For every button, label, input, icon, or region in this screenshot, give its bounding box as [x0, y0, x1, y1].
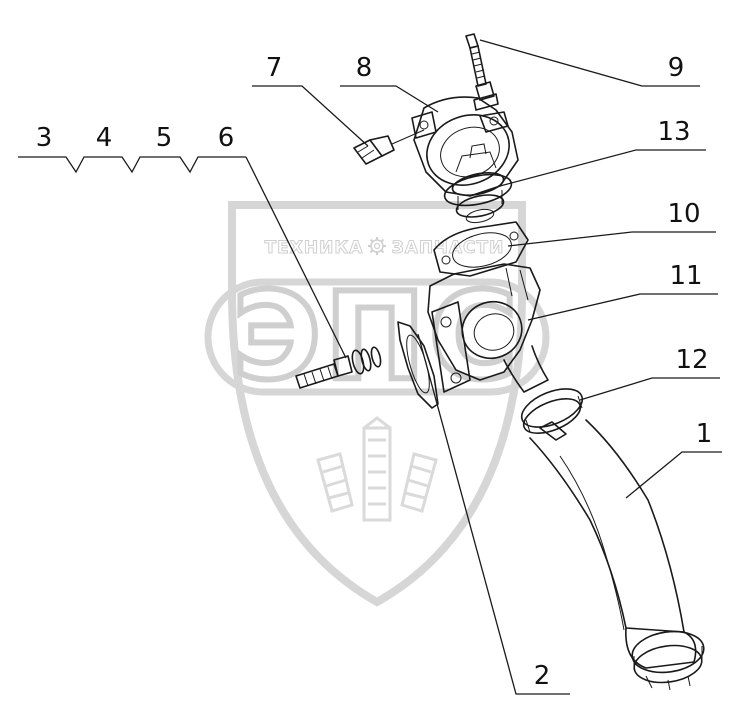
callout-13: 13: [657, 117, 690, 147]
callout-3: 3: [36, 123, 53, 153]
callout-6: 6: [218, 123, 235, 153]
callout-11: 11: [669, 261, 702, 291]
callouts: 3 4 5 6 7 8 9 13 10 11 12 1 2: [36, 53, 713, 691]
watermark-shield: [228, 201, 526, 607]
leader-2: [417, 333, 570, 695]
watermark-logo: ЭПС: [233, 268, 522, 407]
watermark-wheat: [316, 416, 438, 522]
leader-lines: [18, 39, 722, 695]
part-12-clamp-upper: [520, 388, 584, 441]
leader-8: [340, 85, 439, 113]
part-7-sensor: [353, 129, 425, 165]
watermark: ЭПС ТЕХНИКА ЗАПЧАСТИ: [204, 201, 550, 607]
gear-icon: [368, 237, 386, 255]
part-9-bolt: [465, 33, 499, 111]
watermark-brand-left: ТЕХНИКА: [265, 238, 364, 258]
leader-1: [625, 451, 722, 499]
callout-5: 5: [156, 123, 173, 153]
leader-9: [479, 39, 700, 87]
part-11-outlet-housing: [427, 263, 549, 393]
callout-7: 7: [266, 53, 283, 83]
callout-8: 8: [356, 53, 373, 83]
leader-3-6: [245, 156, 347, 359]
callout-10: 10: [667, 199, 700, 229]
leader-10: [507, 231, 716, 247]
callout-4: 4: [96, 123, 113, 153]
callout-9: 9: [668, 53, 685, 83]
watermark-brand-right: ЗАПЧАСТИ: [392, 238, 505, 258]
leader-13: [499, 149, 706, 187]
part-1-hose: [529, 419, 697, 669]
part-12-clamp-lower: [631, 630, 705, 691]
parts-3-6-bolt-washers: [295, 346, 382, 389]
part-13-thermostat: [443, 143, 513, 224]
leader-7: [252, 85, 369, 147]
callout-12: 12: [675, 345, 708, 375]
leader-11: [527, 293, 718, 321]
watermark-band: [204, 278, 550, 396]
callout-2: 2: [534, 661, 551, 691]
leader-3-6-bracket: [18, 156, 246, 174]
leader-12: [579, 377, 720, 401]
callout-1: 1: [696, 419, 713, 449]
